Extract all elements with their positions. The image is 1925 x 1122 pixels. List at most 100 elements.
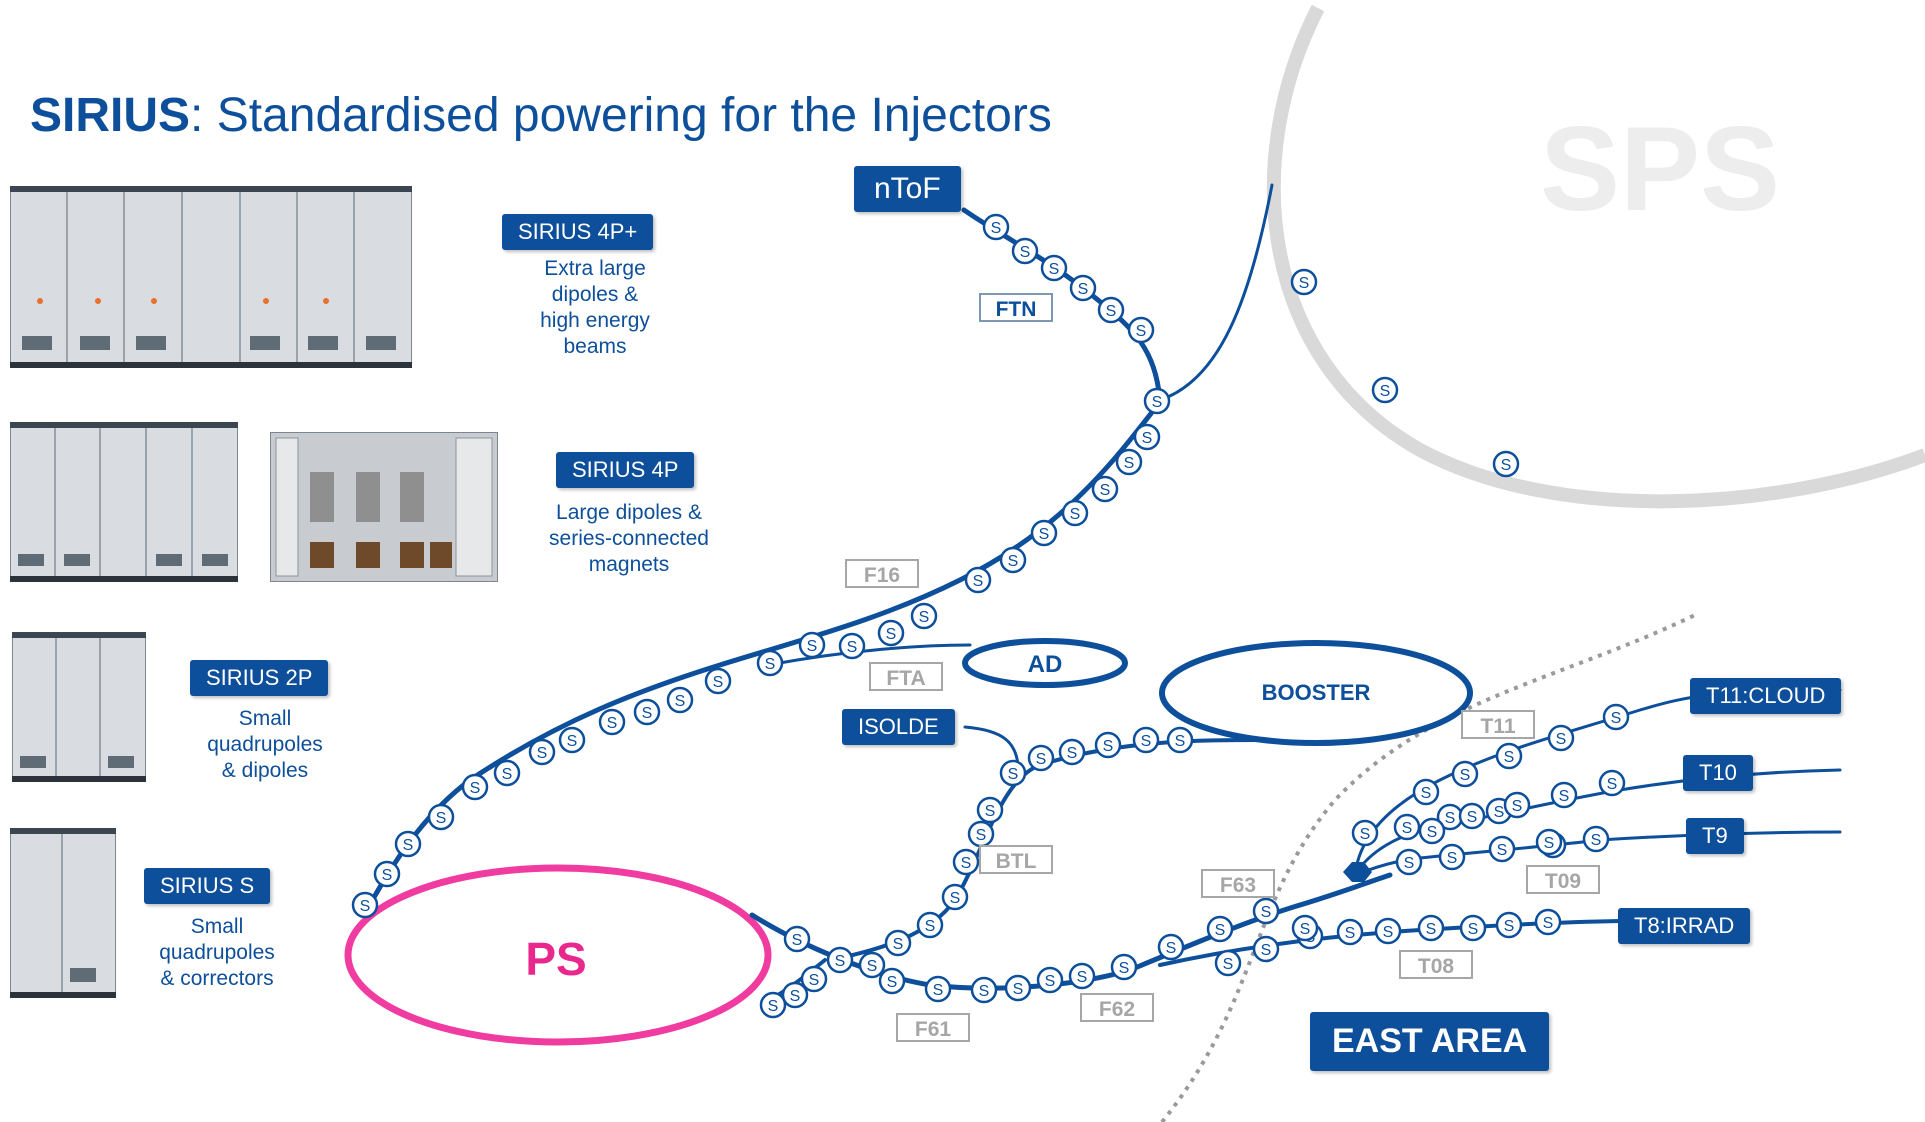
desc-sirius-4p: Large dipoles & series-connected magnets	[524, 500, 734, 578]
sextupole-marker: S	[756, 649, 784, 677]
sextupole-marker: S	[781, 981, 809, 1009]
marker-symbol: S	[1103, 738, 1114, 755]
marker-circle	[952, 848, 980, 876]
desc-line: series-connected	[549, 527, 709, 550]
marker-circle	[1290, 268, 1318, 296]
marker-symbol: S	[537, 745, 548, 762]
desc-line: Small	[190, 915, 244, 938]
sextupole-marker: S	[1503, 791, 1531, 819]
sextupole-marker: S	[1458, 802, 1486, 830]
sextupole-marker: S	[759, 991, 787, 1019]
marker-symbol: S	[809, 972, 820, 989]
sextupole-marker: S	[838, 632, 866, 660]
marker-circle	[1069, 274, 1097, 302]
marker-circle	[558, 726, 586, 754]
marker-circle	[461, 773, 489, 801]
marker-symbol: S	[1445, 810, 1456, 827]
marker-symbol: S	[1504, 749, 1515, 766]
line-label-box	[1526, 865, 1600, 894]
marker-circle	[351, 891, 379, 919]
marker-circle	[1110, 953, 1138, 981]
marker-circle	[1412, 778, 1440, 806]
sextupole-marker: S	[598, 708, 626, 736]
marker-symbol: S	[382, 867, 393, 884]
sextupole-marker: S	[1094, 731, 1122, 759]
sps-transfer-line	[1158, 183, 1274, 402]
desc-sirius-4p-plus: Extra large dipoles & high energy beams	[490, 256, 700, 360]
sextupole-marker: S	[1157, 933, 1185, 961]
line-label-box	[845, 559, 919, 588]
marker-circle	[1458, 802, 1486, 830]
label-f16: F16	[845, 559, 919, 588]
sextupole-marker: S	[1336, 918, 1364, 946]
marker-symbol: S	[985, 803, 996, 820]
marker-symbol: S	[950, 890, 961, 907]
label-t11: T11	[1461, 710, 1535, 739]
sextupole-marker: S	[1535, 828, 1563, 856]
marker-circle	[1374, 917, 1402, 945]
marker-symbol: S	[867, 958, 878, 975]
desc-line: Extra large	[544, 257, 646, 280]
badge-sirius-2p: SIRIUS 2P	[190, 660, 329, 696]
line-label-text: T08	[1418, 955, 1455, 978]
sextupole-marker: S	[1127, 316, 1155, 344]
marker-circle	[916, 911, 944, 939]
marker-symbol: S	[1426, 921, 1437, 938]
line-label-text: F16	[864, 564, 900, 587]
marker-circle	[1547, 724, 1575, 752]
badge-east-area: EAST AREA	[1310, 1012, 1550, 1071]
marker-symbol: S	[925, 918, 936, 935]
sextupole-marker: S	[1091, 475, 1119, 503]
splitter-marker	[1343, 862, 1372, 882]
sextupole-marker: S	[1495, 742, 1523, 770]
booster-label: BOOSTER	[1262, 680, 1371, 705]
marker-symbol: S	[933, 982, 944, 999]
marker-circle	[1097, 296, 1125, 324]
sextupole-marker: S	[1488, 835, 1516, 863]
marker-circle	[666, 686, 694, 714]
marker-symbol: S	[1512, 798, 1523, 815]
desc-line: Small	[238, 707, 292, 730]
desc-sirius-s: Small quadrupoles & correctors	[112, 914, 322, 992]
marker-symbol: S	[1504, 918, 1515, 935]
sextupole-marker: S	[916, 911, 944, 939]
marker-circle	[493, 759, 521, 787]
marker-circle	[1132, 726, 1160, 754]
sps-label: SPS	[1540, 102, 1780, 236]
marker-circle	[1291, 914, 1319, 942]
marker-symbol: S	[976, 827, 987, 844]
fta-line	[766, 643, 972, 667]
sextupole-marker: S	[878, 967, 906, 995]
sextupole-marker: S	[704, 667, 732, 695]
sextupole-marker: S	[373, 860, 401, 888]
marker-symbol: S	[1380, 383, 1391, 400]
sextupole-marker: S	[1417, 914, 1445, 942]
marker-symbol: S	[675, 693, 686, 710]
sextupole-marker: S	[1459, 914, 1487, 942]
marker-symbol: S	[1045, 973, 1056, 990]
marker-symbol: S	[807, 638, 818, 655]
marker-circle	[373, 860, 401, 888]
label-btl: BTL	[979, 845, 1053, 874]
marker-symbol: S	[1497, 842, 1508, 859]
marker-symbol: S	[1556, 731, 1567, 748]
sextupole-marker: S	[964, 566, 992, 594]
marker-circle	[1068, 962, 1096, 990]
marker-circle	[783, 925, 811, 953]
marker-circle	[1336, 918, 1364, 946]
marker-symbol: S	[919, 609, 930, 626]
marker-circle	[1030, 519, 1058, 547]
line-label-text: BTL	[996, 850, 1037, 873]
marker-circle	[1094, 731, 1122, 759]
sextupole-marker: S	[1492, 450, 1520, 478]
booster-ring	[1159, 640, 1473, 746]
sextupole-marker: S	[1011, 237, 1039, 265]
marker-symbol: S	[502, 766, 513, 783]
sextupole-marker: S	[999, 546, 1027, 574]
marker-circle	[394, 830, 422, 858]
sextupole-marker: S	[1058, 738, 1086, 766]
sextupole-marker: S	[394, 830, 422, 858]
badge-ntof: nToF	[854, 166, 961, 212]
marker-circle	[1535, 828, 1563, 856]
sextupole-marker: S	[1371, 376, 1399, 404]
